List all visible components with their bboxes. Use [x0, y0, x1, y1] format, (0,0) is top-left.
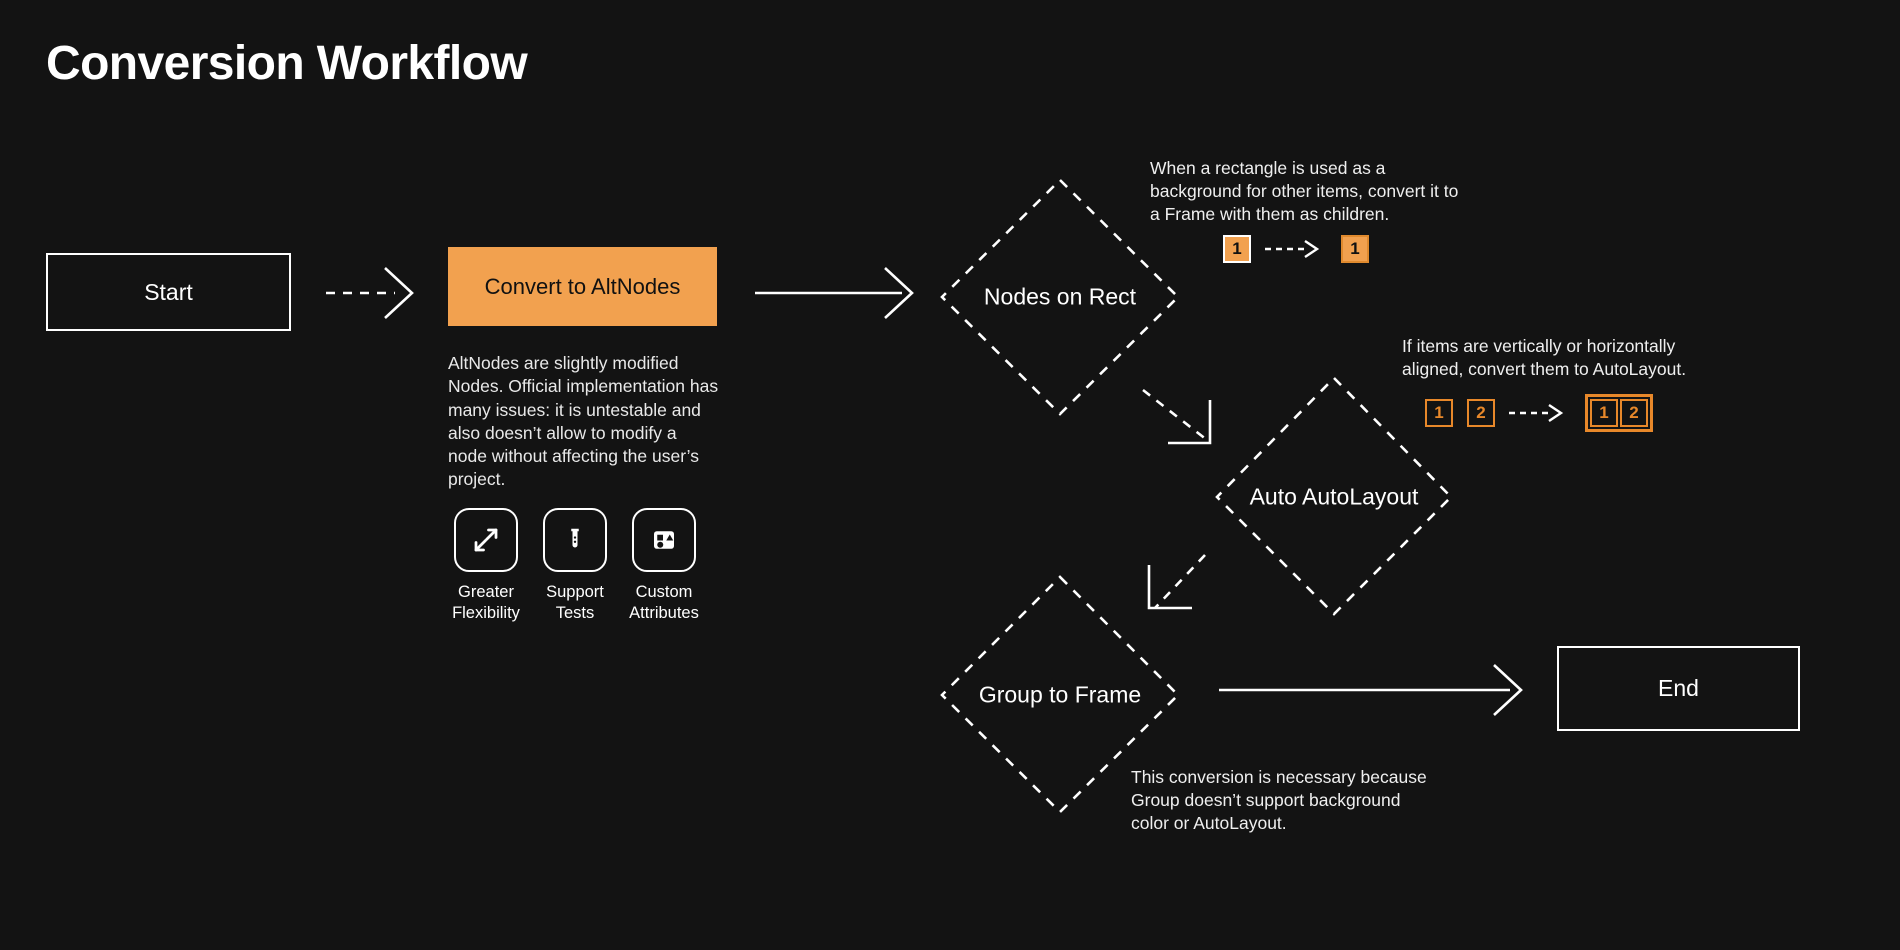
mini-arrow-icon [1509, 404, 1564, 422]
note-altnodes: AltNodes are slightly modified Nodes. Of… [448, 353, 719, 490]
feature-greater-flexibility[interactable]: Greater Flexibility [452, 508, 520, 624]
node-nodes-on-rect-label[interactable]: Nodes on Rect [983, 283, 1137, 310]
feature-list: Greater Flexibility Support Tests [452, 508, 699, 624]
feature-label: Custom Attributes [629, 583, 699, 623]
chip-after-1: 1 [1341, 235, 1369, 263]
feature-custom-attributes[interactable]: Custom Attributes [629, 508, 699, 624]
arrow-nodes-on-rect-to-auto-autolayout [1142, 388, 1212, 445]
arrow-group-to-frame-to-end [1219, 664, 1523, 716]
node-convert-to-altnodes[interactable]: Convert to AltNodes [448, 247, 717, 326]
mini-arrow-icon [1265, 240, 1320, 258]
node-end[interactable]: End [1557, 646, 1800, 731]
annotation-autolayout: If items are vertically or horizontally … [1402, 336, 1687, 380]
test-tube-icon [543, 508, 607, 572]
chip-before-2: 2 [1467, 399, 1495, 427]
arrow-convert-to-nodes-on-rect [755, 267, 914, 319]
page-title: Conversion Workflow [46, 37, 528, 90]
node-auto-autolayout-label[interactable]: Auto AutoLayout [1249, 483, 1419, 510]
shapes-attributes-icon [632, 508, 696, 572]
node-end-label: End [1658, 675, 1699, 701]
feature-support-tests[interactable]: Support Tests [541, 508, 609, 624]
arrow-auto-autolayout-to-group-to-frame [1147, 554, 1206, 610]
badge-row-rect-to-frame: 1 1 [1223, 235, 1369, 263]
feature-label: Support Tests [546, 583, 604, 623]
autolayout-group-frame: 1 2 [1585, 394, 1653, 432]
arrow-start-to-convert [326, 267, 414, 319]
chip-after-2: 2 [1620, 399, 1648, 427]
chip-before-1: 1 [1425, 399, 1453, 427]
chip-after-1: 1 [1590, 399, 1618, 427]
expand-arrows-icon [454, 508, 518, 572]
chip-before-1: 1 [1223, 235, 1251, 263]
annotation-group-support: This conversion is necessary because Gro… [1131, 767, 1427, 834]
node-convert-label: Convert to AltNodes [484, 273, 681, 299]
node-start[interactable]: Start [46, 253, 291, 331]
node-start-label: Start [144, 278, 193, 305]
feature-label: Greater Flexibility [452, 583, 520, 623]
annotation-rect-to-frame: When a rectangle is used as a background… [1150, 158, 1459, 225]
node-group-to-frame-label[interactable]: Group to Frame [978, 681, 1142, 708]
badge-row-autolayout: 1 2 1 2 [1425, 394, 1653, 432]
